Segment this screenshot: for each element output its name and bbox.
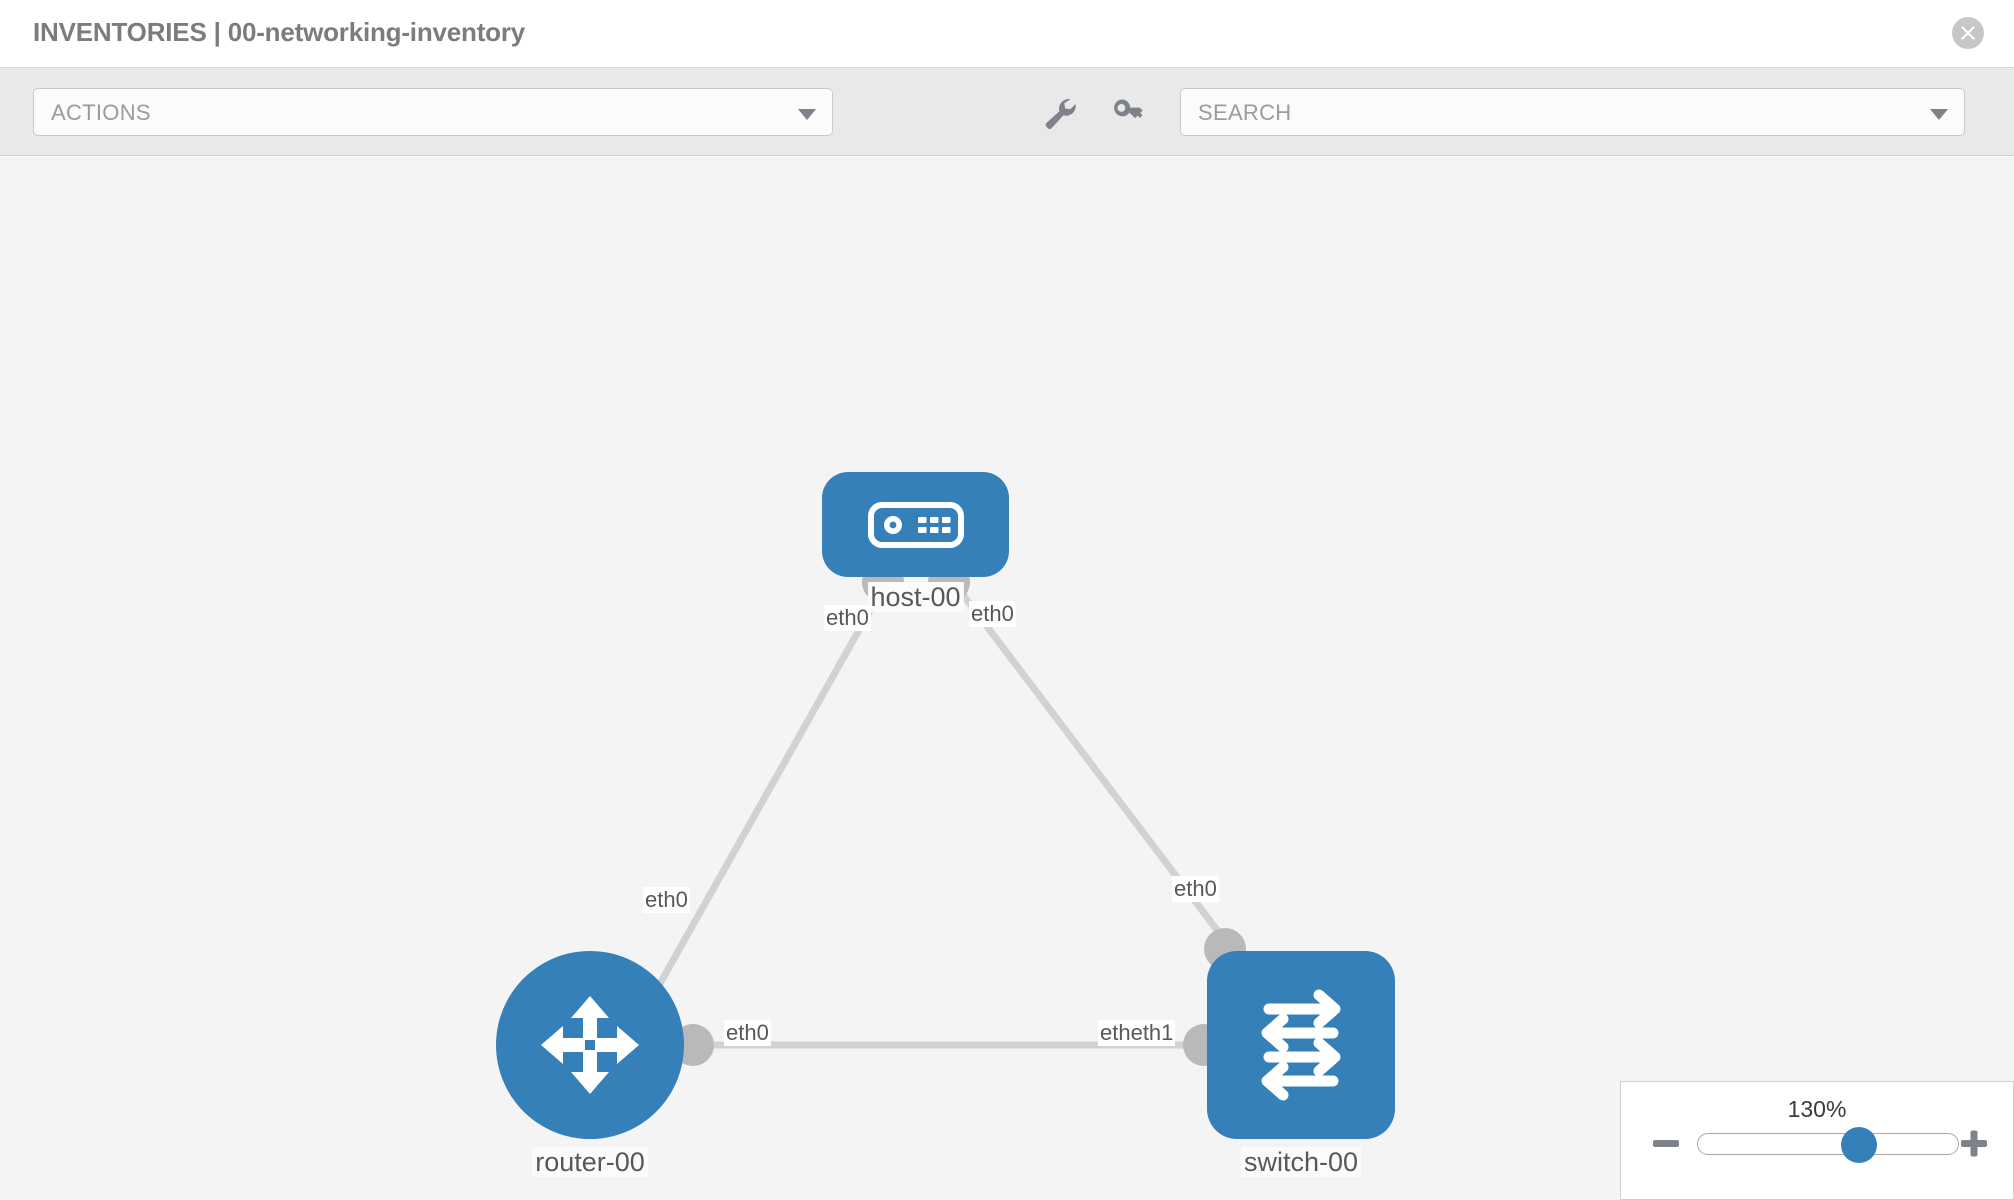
window-header: INVENTORIES | 00-networking-inventory [0,0,2014,68]
actions-dropdown-label: ACTIONS [51,100,151,125]
server-icon [867,501,964,548]
zoom-out-button[interactable] [1649,1126,1683,1160]
actions-dropdown[interactable]: ACTIONS [33,88,833,136]
edge-label-router-upper: eth0 [643,887,690,914]
chevron-down-icon [1930,109,1948,120]
switch-arrows-icon [1261,989,1341,1101]
toolbar: ACTIONS SEARCH [0,68,2014,156]
zoom-slider-thumb[interactable] [1841,1127,1878,1163]
search-dropdown[interactable]: SEARCH [1180,88,1965,136]
zoom-level-label: 130% [1787,1096,1847,1122]
node-router-00[interactable]: router-00 [496,951,684,1178]
node-label-router-00: router-00 [532,1147,648,1178]
key-icon[interactable] [1108,96,1148,130]
router-arrows-icon [541,996,639,1094]
topology-canvas[interactable]: host-00 router-00 [0,157,2014,1200]
chevron-down-icon [798,109,816,120]
edge-label-switch-left: etheth1 [1098,1020,1176,1047]
node-label-host-00: host-00 [867,582,964,613]
wrench-icon[interactable] [1040,96,1080,130]
node-label-switch-00: switch-00 [1240,1147,1362,1178]
page-title: INVENTORIES | 00-networking-inventory [33,17,526,47]
search-input[interactable]: SEARCH [1198,100,1292,125]
switch-00-shape[interactable] [1207,951,1395,1139]
edge-label-host-left: eth0 [824,605,871,632]
node-host-00[interactable]: host-00 [822,472,1009,613]
zoom-slider[interactable] [1697,1127,1959,1163]
edge-label-switch-upper: eth0 [1172,876,1219,903]
zoom-in-button[interactable] [1957,1126,1991,1160]
host-00-shape[interactable] [822,472,1009,577]
router-00-shape[interactable] [496,951,684,1139]
close-icon[interactable] [1952,17,1984,49]
node-switch-00[interactable]: switch-00 [1207,951,1395,1178]
edge-host-switch [944,571,1246,967]
zoom-control-panel: 130% [1620,1081,2014,1200]
edge-label-host-right: eth0 [969,601,1016,628]
edge-label-router-right: eth0 [724,1020,771,1047]
edge-host-router [636,571,894,1023]
topology-edges [636,571,1246,1049]
